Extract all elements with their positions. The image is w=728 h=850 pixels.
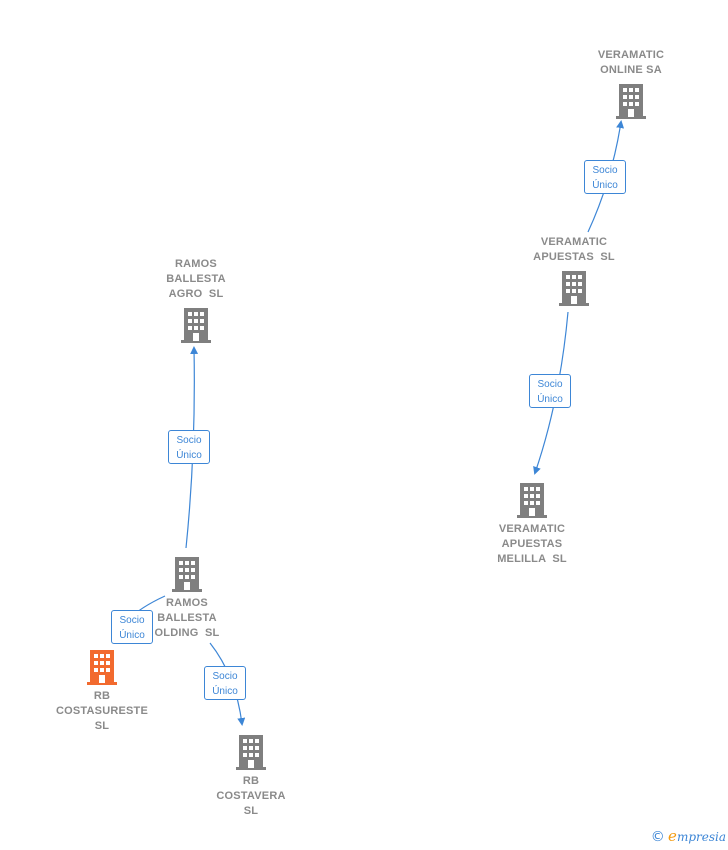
edge-label-text: Socio [592, 165, 618, 176]
node-label-veramatic-apuestas[interactable]: VERAMATIC APUESTAS SL [514, 235, 634, 265]
node-label-rb-costasureste[interactable]: RB COSTASURESTE SL [42, 689, 162, 734]
node-label-line: BALLESTA [157, 612, 217, 624]
node-label-line: RB [242, 775, 260, 787]
node-label-line: OLDING SL [154, 627, 220, 639]
building-icon[interactable] [87, 650, 117, 685]
edge-label-text: Único [119, 630, 145, 641]
copyright-symbol: © [650, 829, 665, 845]
node-label-line: VERAMATIC [540, 236, 608, 248]
edge-label-text: Socio [537, 379, 563, 390]
node-label-ramos-holding[interactable]: RAMOS BALLESTA OLDING SL [127, 596, 247, 641]
edge-label-text: Único [537, 394, 563, 405]
building-icon[interactable] [181, 308, 211, 343]
edge-label-text: Único [212, 686, 238, 697]
node-label-ramos-agro[interactable]: RAMOS BALLESTA AGRO SL [136, 257, 256, 302]
node-label-veramatic-melilla[interactable]: VERAMATIC APUESTAS MELILLA SL [472, 522, 592, 567]
edge-label-text: Socio [119, 615, 145, 626]
building-icon[interactable] [172, 557, 202, 592]
node-label-line: COSTAVERA [216, 790, 286, 802]
node-label-line: RAMOS [166, 597, 208, 609]
node-label-line: BALLESTA [166, 273, 226, 285]
node-label-line: VERAMATIC [597, 49, 665, 61]
node-label-line: VERAMATIC [498, 523, 566, 535]
edge-label-text: Socio [212, 671, 238, 682]
node-label-line: COSTASURESTE [55, 705, 149, 717]
empresia-logo: © empresia [650, 827, 726, 845]
node-label-line: SL [243, 805, 259, 817]
building-icon[interactable] [616, 84, 646, 119]
edge-label-text: Socio [176, 435, 202, 446]
node-label-veramatic-online[interactable]: VERAMATIC ONLINE SA [571, 48, 691, 78]
building-icon[interactable] [517, 483, 547, 518]
node-label-rb-costavera[interactable]: RB COSTAVERA SL [191, 774, 311, 819]
node-label-line: APUESTAS [501, 538, 563, 550]
edge-label-text: Único [176, 450, 202, 461]
node-label-line: SL [94, 720, 110, 732]
node-label-line: ONLINE SA [600, 64, 662, 76]
node-label-line: APUESTAS SL [533, 251, 615, 263]
node-label-line: RAMOS [175, 258, 217, 270]
node-label-line: RB [93, 690, 111, 702]
node-label-line: MELILLA SL [497, 553, 567, 565]
node-label-line: AGRO SL [168, 288, 224, 300]
edge-label-text: Único [592, 180, 618, 191]
building-icon[interactable] [559, 271, 589, 306]
building-icon[interactable] [236, 735, 266, 770]
